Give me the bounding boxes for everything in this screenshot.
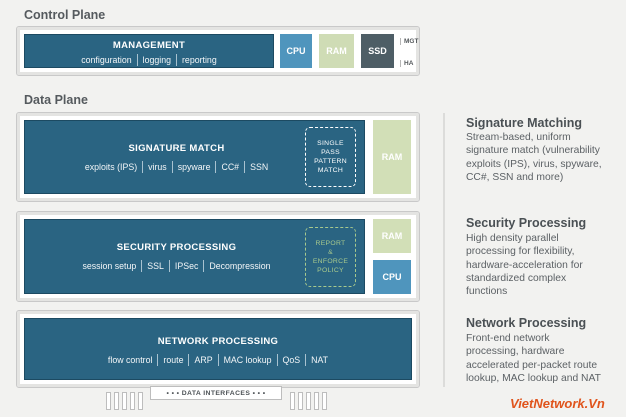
control-plane-frame: MANAGEMENT configuration logging reporti…: [16, 26, 420, 76]
network-item-flow-control: flow control: [107, 355, 153, 365]
desc-signature-line: CC#, SSN and more): [466, 171, 564, 183]
management-item-logging: logging: [136, 54, 176, 66]
security-ram-chip: RAM: [373, 219, 411, 253]
desc-security-title: Security Processing: [466, 216, 587, 230]
signature-match-items: exploits (IPS) virus spyware CC# SSN: [7, 161, 346, 173]
signature-match-frame: SIGNATURE MATCH exploits (IPS) virus spy…: [16, 112, 420, 202]
signature-item-ssn: SSN: [244, 161, 273, 173]
security-item-session-setup: session setup: [82, 261, 137, 271]
management-item-reporting: reporting: [176, 54, 222, 66]
desc-network-title: Network Processing: [466, 316, 587, 330]
data-interfaces-label: • • • DATA INTERFACES • • •: [150, 386, 282, 400]
enforce-line-2: &: [328, 249, 333, 256]
interface-port: [298, 392, 303, 410]
security-processing-title: SECURITY PROCESSING: [116, 242, 237, 253]
interface-port: [290, 392, 295, 410]
single-pass-line-2: PASS: [321, 149, 340, 156]
signature-match-title: SIGNATURE MATCH: [128, 143, 225, 154]
ha-port-label: HA: [400, 60, 413, 67]
enforce-line-3: ENFORCE: [312, 258, 349, 265]
management-block: MANAGEMENT configuration logging reporti…: [24, 34, 274, 68]
mgt-port-label: MGT: [400, 38, 418, 45]
desc-network-line: accelerated per-packet route: [466, 359, 598, 371]
desc-signature-body: Stream-based, uniform signature match (v…: [466, 131, 626, 184]
desc-network-line: Front-end network: [466, 333, 550, 344]
control-ram-chip: RAM: [319, 34, 354, 68]
signature-ram-chip: RAM: [373, 120, 411, 194]
desc-security-line: High density parallel: [466, 233, 559, 244]
management-title: MANAGEMENT: [112, 40, 186, 51]
interface-port: [106, 392, 111, 410]
desc-network-line: processing, hardware: [466, 346, 565, 358]
security-item-decompression: Decompression: [203, 260, 275, 272]
interface-port: [138, 392, 143, 410]
management-item-configuration: configuration: [81, 55, 132, 65]
desc-network-body: Front-end network processing, hardware a…: [466, 332, 626, 385]
security-cpu-chip: CPU: [373, 260, 411, 294]
desc-security-line: standardized complex: [466, 272, 567, 284]
network-item-mac-lookup: MAC lookup: [217, 354, 277, 366]
interface-port: [114, 392, 119, 410]
data-plane-title: Data Plane: [24, 93, 88, 107]
security-processing-block: SECURITY PROCESSING session setup SSL IP…: [24, 219, 365, 294]
network-item-arp: ARP: [188, 354, 217, 366]
desc-signature-line: exploits (IPS), virus, spyware,: [466, 158, 602, 170]
desc-security-line: functions: [466, 286, 508, 298]
management-items: configuration logging reporting: [25, 54, 273, 66]
interface-port: [314, 392, 319, 410]
description-divider: [443, 113, 445, 387]
desc-signature-line: signature match (vulnerability: [466, 145, 600, 157]
signature-match-block: SIGNATURE MATCH exploits (IPS) virus spy…: [24, 120, 365, 194]
security-item-ipsec: IPSec: [168, 260, 203, 272]
network-processing-block: NETWORK PROCESSING flow control route AR…: [24, 318, 412, 380]
interface-port: [306, 392, 311, 410]
enforce-policy-box: REPORT & ENFORCE POLICY: [305, 227, 356, 287]
desc-signature-line: Stream-based, uniform: [466, 132, 571, 143]
interface-port: [322, 392, 327, 410]
control-cpu-chip: CPU: [280, 34, 312, 68]
security-processing-items: session setup SSL IPSec Decompression: [7, 260, 346, 272]
signature-item-cc: CC#: [215, 161, 244, 173]
single-pass-box: SINGLE PASS PATTERN MATCH: [305, 127, 356, 187]
interface-port: [130, 392, 135, 410]
signature-item-exploits: exploits (IPS): [84, 162, 138, 172]
control-ssd-chip: SSD: [361, 34, 394, 68]
network-processing-frame: NETWORK PROCESSING flow control route AR…: [16, 310, 420, 388]
signature-item-spyware: spyware: [171, 161, 216, 173]
security-processing-frame: SECURITY PROCESSING session setup SSL IP…: [16, 211, 420, 302]
network-processing-items: flow control route ARP MAC lookup QoS NA…: [25, 354, 411, 366]
enforce-line-4: POLICY: [317, 267, 344, 274]
network-item-route: route: [157, 354, 188, 366]
signature-item-virus: virus: [142, 161, 172, 173]
single-pass-line-3: PATTERN: [314, 158, 347, 165]
network-item-nat: NAT: [305, 354, 333, 366]
network-item-qos: QoS: [276, 354, 306, 366]
single-pass-line-4: MATCH: [317, 167, 344, 174]
interface-port: [122, 392, 127, 410]
watermark: VietNetwork.Vn: [510, 396, 605, 411]
desc-signature-title: Signature Matching: [466, 116, 582, 130]
desc-security-line: hardware-acceleration for: [466, 259, 583, 271]
single-pass-line-1: SINGLE: [317, 140, 344, 147]
security-item-ssl: SSL: [141, 260, 169, 272]
desc-security-line: processing for flexibility,: [466, 246, 575, 258]
desc-security-body: High density parallel processing for fle…: [466, 232, 626, 298]
network-processing-title: NETWORK PROCESSING: [157, 336, 279, 347]
enforce-line-1: REPORT: [315, 240, 346, 247]
control-plane-title: Control Plane: [24, 8, 106, 22]
desc-network-line: lookup, MAC lookup and NAT: [466, 372, 601, 384]
